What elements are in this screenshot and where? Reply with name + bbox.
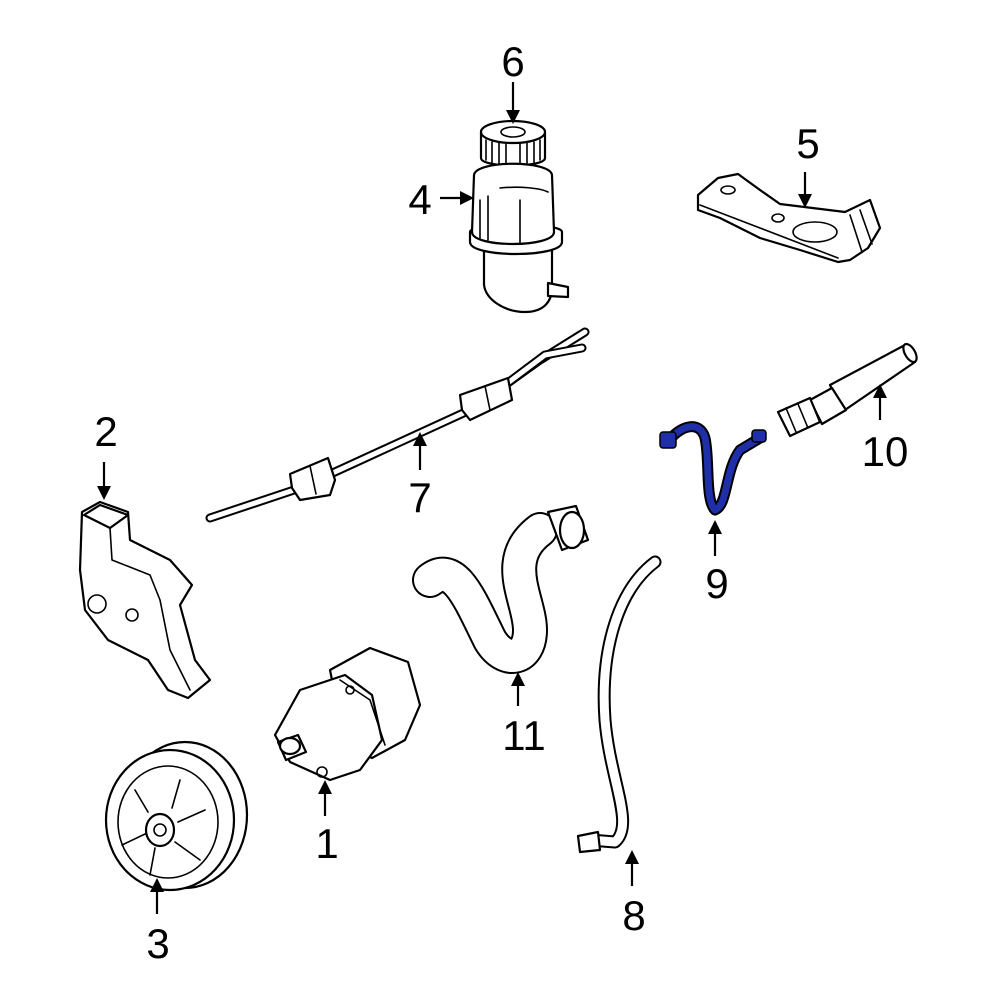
callout-6: 6 [501, 38, 525, 124]
callout-2: 2 [94, 408, 118, 500]
callout-4-label: 4 [408, 176, 431, 223]
callout-7: 7 [408, 432, 432, 521]
callout-11-arrow-head [511, 672, 525, 686]
callout-5-arrow-head [798, 194, 812, 208]
callout-4: 4 [408, 176, 474, 223]
part-7-line-assembly[interactable] [205, 327, 590, 523]
callout-7-arrow-head [413, 432, 427, 446]
part-11-hose[interactable] [412, 504, 590, 674]
callout-7-label: 7 [408, 474, 431, 521]
callout-6-arrow-head [506, 110, 520, 124]
callout-11: 11 [502, 672, 546, 759]
callout-3-arrow-head [150, 878, 164, 892]
callout-11-label: 11 [502, 712, 546, 759]
callout-10: 10 [862, 384, 909, 475]
callout-8: 8 [622, 850, 646, 939]
callout-9: 9 [705, 520, 729, 607]
callout-5: 5 [796, 120, 820, 208]
callout-3-label: 3 [146, 920, 169, 967]
part-8-return-hose[interactable] [576, 555, 662, 854]
part-6-reservoir-cap[interactable] [479, 119, 547, 167]
callout-8-label: 8 [622, 892, 645, 939]
part-3-pulley[interactable] [104, 740, 249, 892]
callout-2-arrow-head [97, 486, 111, 500]
callout-9-label: 9 [705, 560, 728, 607]
callout-10-arrow-head [873, 384, 887, 398]
callout-2-label: 2 [94, 408, 117, 455]
part-9-pressure-hose[interactable] [659, 421, 767, 516]
callout-6-label: 6 [501, 38, 524, 85]
part-4-reservoir[interactable] [468, 162, 570, 314]
part-2-mounting-bracket[interactable] [78, 500, 212, 700]
callout-1-arrow-head [318, 780, 332, 794]
part-10-hose-fitting[interactable] [776, 342, 919, 438]
callout-1: 1 [315, 780, 339, 867]
callout-4-arrow-head [460, 191, 474, 205]
callout-1-label: 1 [315, 820, 338, 867]
part-1-power-steering-pump[interactable] [273, 646, 422, 782]
callout-8-arrow-head [625, 850, 639, 864]
part-5-bracket[interactable] [696, 172, 882, 264]
callout-5-label: 5 [796, 120, 819, 167]
callout-9-arrow-head [708, 520, 722, 534]
callout-3: 3 [146, 878, 170, 967]
callout-10-label: 10 [862, 428, 909, 475]
